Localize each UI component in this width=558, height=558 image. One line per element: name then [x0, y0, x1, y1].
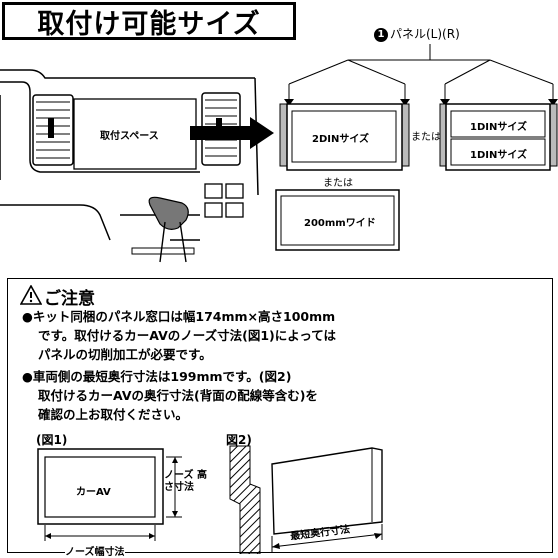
- number-1-icon: 1: [374, 27, 388, 42]
- caution-line-3: パネルの切削加工が必要です。: [38, 347, 212, 362]
- or-label-2: または: [323, 178, 353, 189]
- warning-icon: [20, 285, 42, 305]
- fig1-label: (図1): [36, 433, 68, 447]
- fig2-label: 図2): [226, 433, 252, 447]
- dashboard-illustration: [0, 44, 558, 263]
- caution-line-2: です。取付けるカーAVのノーズ寸法(図1)によっては: [38, 328, 336, 343]
- option-1din-bottom-label: 1DINサイズ: [470, 150, 528, 161]
- fig1-diagram: [37, 448, 182, 541]
- fig1-device-label: カーAV: [76, 487, 111, 498]
- install-space-label: 取付スペース: [100, 131, 159, 142]
- install-space-box: [73, 98, 197, 170]
- caution-line-5: 取付けるカーAVの奥行寸法(背面の配線等含む)を: [38, 388, 318, 403]
- arrow-icon: [190, 117, 274, 149]
- page-title: 取付け可能サイズ: [37, 8, 261, 40]
- option-200mm-label: 200mmワイド: [304, 218, 376, 229]
- option-2din-label: 2DINサイズ: [312, 134, 370, 145]
- caution-box: [7, 278, 553, 553]
- title-box: 取付け可能サイズ: [2, 2, 296, 40]
- caution-heading: ご注意: [44, 289, 95, 309]
- fig1-nose-width-label: ノーズ幅寸法: [65, 543, 125, 558]
- caution-line-4: ●車両側の最短奥行寸法は199mmです。(図2): [22, 369, 292, 384]
- option-2din: [279, 103, 410, 171]
- panel-label-text: パネル(L)(R): [390, 27, 460, 41]
- option-1din-top-label: 1DINサイズ: [470, 122, 528, 133]
- option-1din: [439, 103, 558, 171]
- fig1-nose-height-label: ノーズ 高さ寸法: [164, 470, 207, 493]
- caution-line-6: 確認の上お取付ください。: [38, 407, 189, 422]
- option-200mm-wide: [275, 189, 400, 251]
- fig2-diagram: [229, 445, 383, 554]
- caution-line-1: ●キット同梱のパネル窓口は幅174mm×高さ100mm: [22, 309, 336, 324]
- or-label-1: または: [411, 132, 441, 143]
